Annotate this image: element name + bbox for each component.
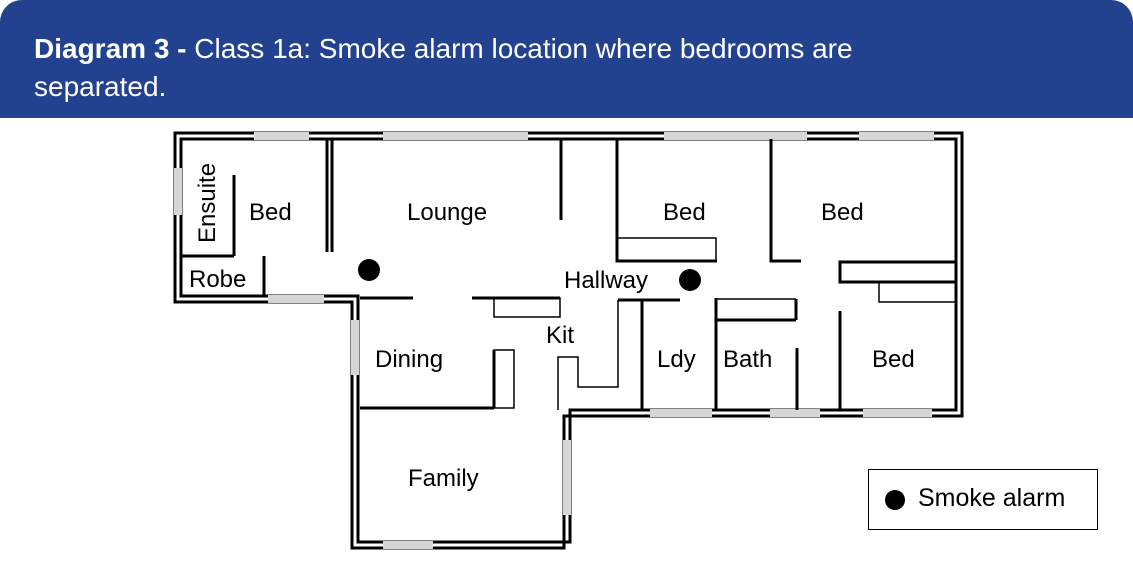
smoke-alarm-icon	[358, 259, 380, 281]
title-number: Diagram 3 -	[34, 33, 187, 64]
room-lounge: Lounge	[407, 199, 487, 226]
legend: Smoke alarm	[868, 469, 1098, 530]
legend-label: Smoke alarm	[918, 484, 1066, 512]
room-bed-1: Bed	[249, 199, 292, 226]
diagram-title: Diagram 3 - Class 1a: Smoke alarm locati…	[34, 30, 984, 106]
room-robe: Robe	[189, 266, 246, 293]
windows	[174, 132, 934, 549]
room-bed-3: Bed	[821, 199, 864, 226]
room-bed-4: Bed	[872, 346, 915, 373]
room-ensuite: Ensuite	[194, 163, 221, 243]
header-banner: Diagram 3 - Class 1a: Smoke alarm locati…	[0, 0, 1133, 118]
room-family: Family	[408, 465, 479, 492]
room-hallway: Hallway	[564, 267, 648, 294]
outer-walls	[173, 131, 964, 550]
room-bed-2: Bed	[663, 199, 706, 226]
title-text: Class 1a: Smoke alarm location where bed…	[34, 33, 853, 102]
room-ldy: Ldy	[657, 346, 696, 373]
room-dining: Dining	[375, 346, 443, 373]
smoke-alarm-icon	[885, 490, 905, 510]
fixtures	[493, 237, 957, 410]
room-kit: Kit	[546, 322, 574, 349]
room-bath: Bath	[723, 346, 772, 373]
smoke-alarm-icon	[679, 269, 701, 291]
